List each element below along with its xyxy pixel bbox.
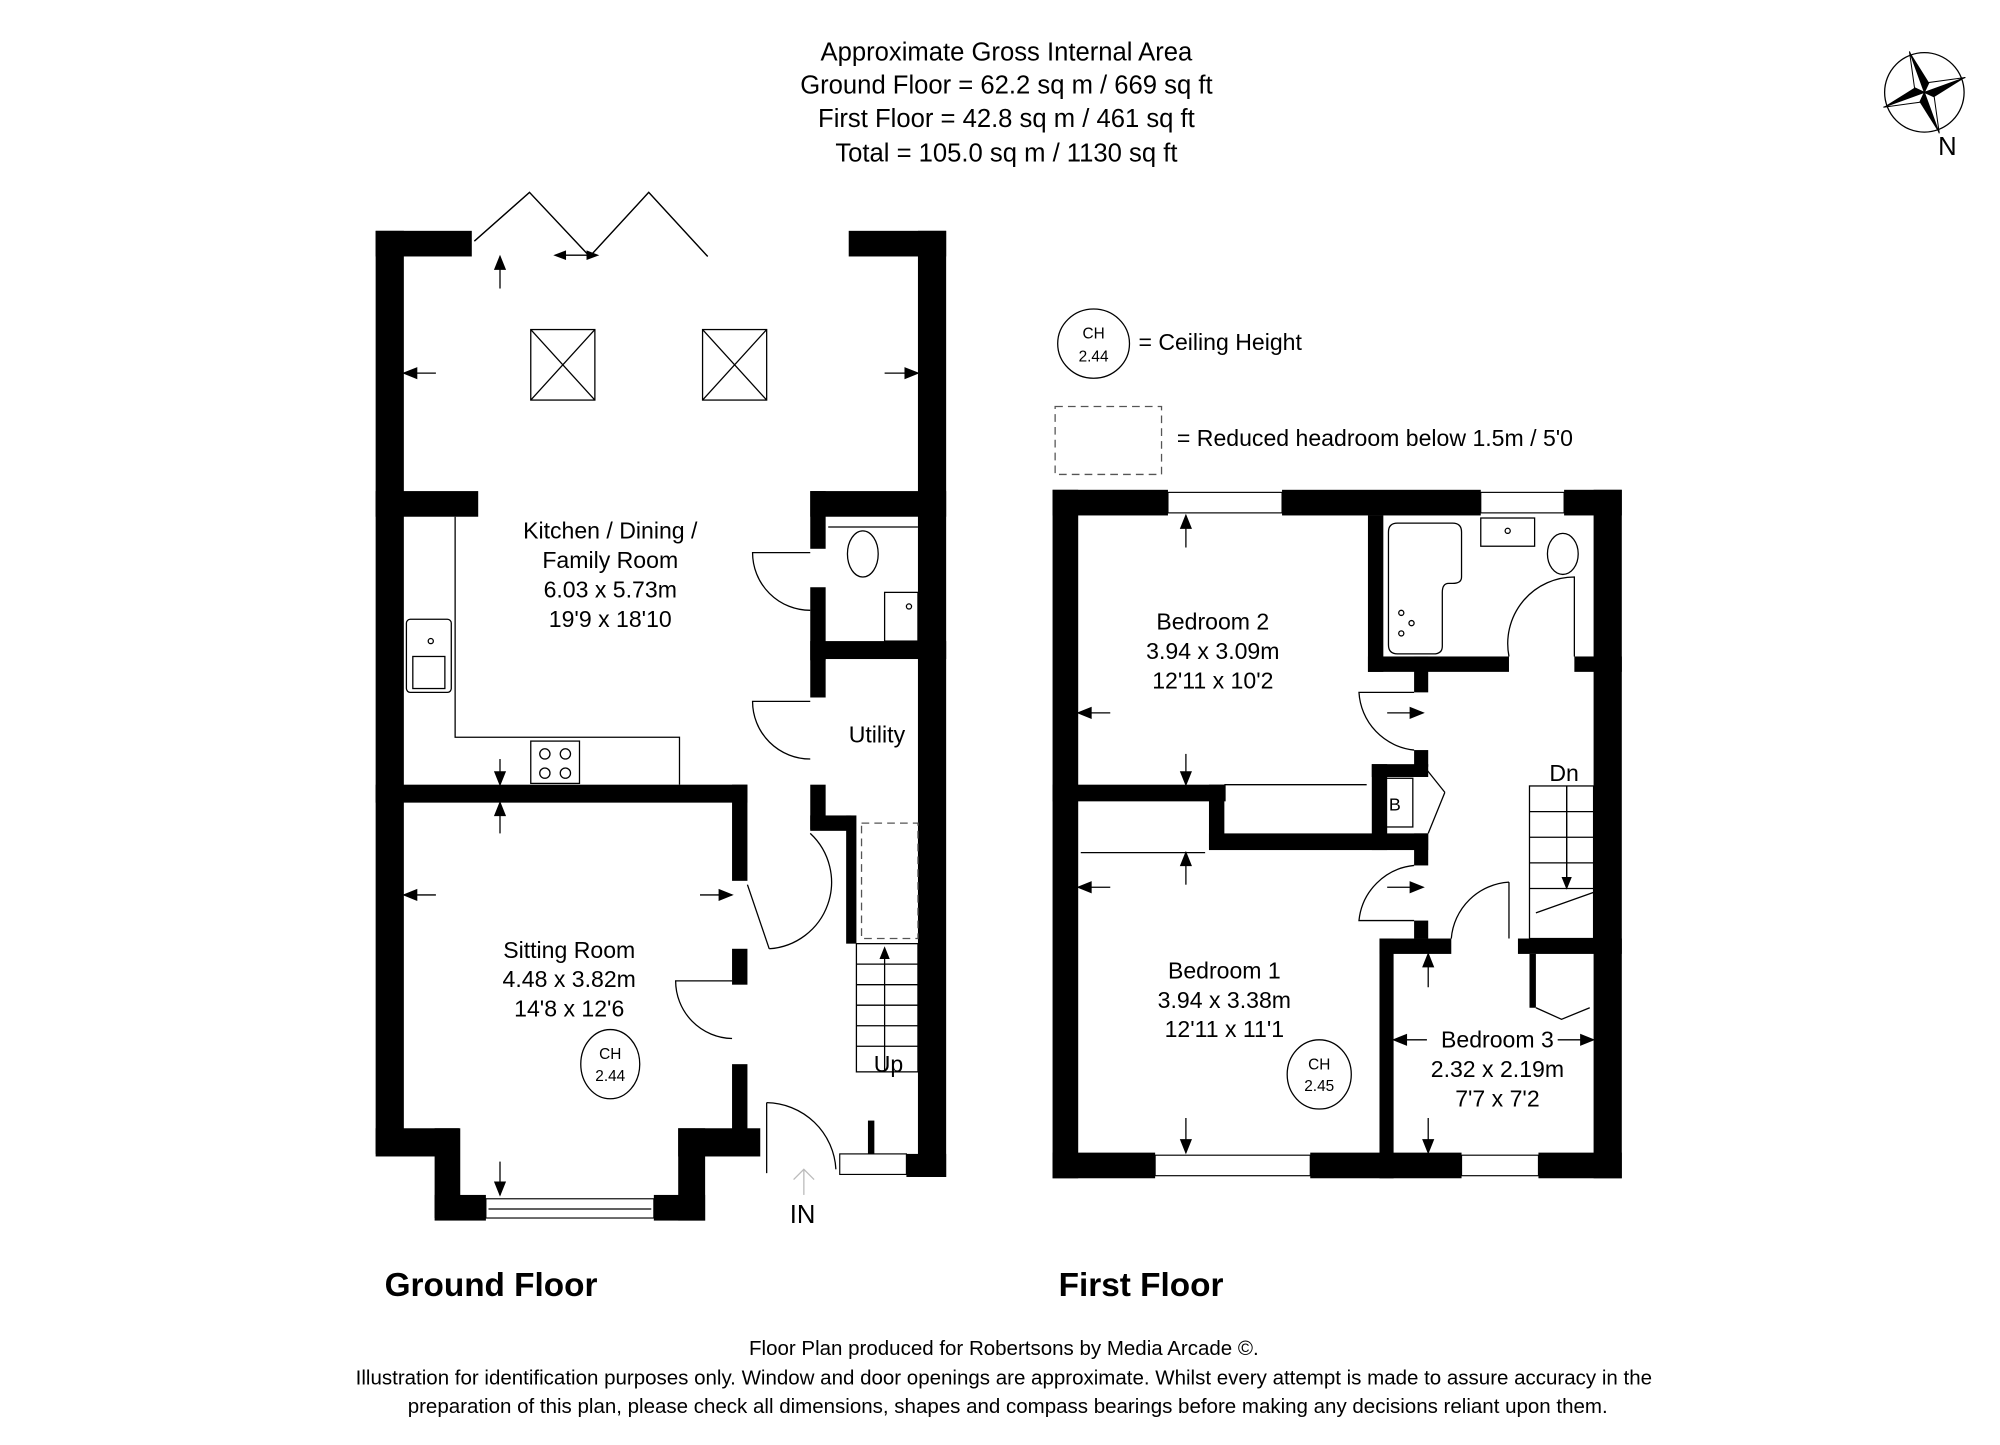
area-title: Approximate Gross Internal Area — [821, 38, 1193, 66]
area-summary: Approximate Gross Internal Area Ground F… — [800, 38, 1212, 167]
first-floor-area: First Floor = 42.8 sq m / 461 sq ft — [818, 105, 1195, 133]
ground-floor-area: Ground Floor = 62.2 sq m / 669 sq ft — [800, 72, 1212, 100]
svg-text:19'9 x 18'10: 19'9 x 18'10 — [549, 606, 672, 632]
svg-text:Bedroom 1: Bedroom 1 — [1168, 957, 1281, 983]
svg-text:Bedroom 3: Bedroom 3 — [1441, 1027, 1554, 1053]
svg-text:CH: CH — [1308, 1056, 1330, 1073]
svg-text:2.44: 2.44 — [595, 1068, 625, 1085]
svg-text:3.94 x 3.38m: 3.94 x 3.38m — [1158, 987, 1291, 1013]
ground-floor-label: Ground Floor — [385, 1267, 598, 1304]
legend-ceiling-height-text: = Ceiling Height — [1138, 329, 1302, 355]
svg-text:CH: CH — [599, 1046, 621, 1063]
svg-text:Family Room: Family Room — [542, 547, 678, 573]
boiler-label: B — [1389, 794, 1401, 814]
svg-text:3.94 x 3.09m: 3.94 x 3.09m — [1146, 638, 1279, 664]
window — [1480, 491, 1565, 514]
toilet-icon — [1546, 532, 1579, 576]
room-utility: Utility — [849, 721, 906, 747]
svg-text:Kitchen / Dining /: Kitchen / Dining / — [523, 518, 698, 544]
skylight-icon — [701, 328, 768, 401]
window — [1167, 491, 1283, 514]
legend-ceiling-height: CH 2.44 = Ceiling Height — [1057, 308, 1303, 379]
stairs-up: Up — [855, 822, 919, 1077]
svg-text:14'8 x 12'6: 14'8 x 12'6 — [514, 996, 624, 1022]
hob-icon — [530, 740, 581, 785]
footer-credit: Floor Plan produced for Robertsons by Me… — [749, 1337, 1259, 1360]
legend: CH 2.44 = Ceiling Height = Reduced headr… — [1054, 308, 1573, 476]
compass-north-label: N — [1938, 133, 1957, 161]
svg-text:4.48 x 3.82m: 4.48 x 3.82m — [503, 966, 636, 992]
footer-disclaimer-line2: preparation of this plan, please check a… — [408, 1395, 1608, 1418]
stairs-down-label: Dn — [1549, 760, 1578, 786]
svg-text:Sitting Room: Sitting Room — [503, 937, 635, 963]
svg-text:12'11 x 11'1: 12'11 x 11'1 — [1165, 1016, 1285, 1042]
bath-icon — [1387, 522, 1463, 655]
svg-text:12'11 x 10'2: 12'11 x 10'2 — [1152, 668, 1273, 694]
svg-text:6.03 x 5.73m: 6.03 x 5.73m — [544, 577, 677, 603]
basin-icon — [1480, 517, 1536, 547]
entrance-arrow-icon — [793, 1168, 815, 1195]
footer-disclaimer: Floor Plan produced for Robertsons by Me… — [356, 1337, 1652, 1418]
room-kitchen-dining-family: Kitchen / Dining / Family Room 6.03 x 5.… — [523, 518, 698, 632]
first-floor-plan: B Dn — [1052, 489, 1622, 1304]
window — [1154, 1154, 1311, 1177]
entrance-label: IN — [790, 1201, 816, 1229]
room-bedroom-3: Bedroom 3 2.32 x 2.19m 7'7 x 7'2 — [1431, 1027, 1564, 1112]
ceiling-height-badge: CH 2.44 — [580, 1028, 641, 1100]
compass-rose-icon: N — [1883, 51, 1966, 161]
svg-text:7'7 x 7'2: 7'7 x 7'2 — [1455, 1085, 1539, 1111]
svg-text:2.32 x 2.19m: 2.32 x 2.19m — [1431, 1056, 1564, 1082]
svg-text:2.45: 2.45 — [1304, 1078, 1334, 1095]
ground-floor-plan: Up IN Kitchen / Dining / Family Room — [375, 191, 947, 1304]
stairs-down: Dn — [1528, 760, 1595, 940]
window — [839, 1153, 907, 1175]
legend-reduced-headroom: = Reduced headroom below 1.5m / 5'0 — [1054, 405, 1573, 476]
total-area: Total = 105.0 sq m / 1130 sq ft — [835, 140, 1177, 168]
window — [1460, 1154, 1540, 1177]
ceiling-height-badge: CH 2.45 — [1286, 1039, 1352, 1110]
reduced-headroom-swatch — [1054, 405, 1163, 476]
room-sitting-room: Sitting Room 4.48 x 3.82m 14'8 x 12'6 CH… — [503, 937, 641, 1100]
sink-icon — [405, 618, 452, 694]
svg-text:2.44: 2.44 — [1079, 349, 1109, 366]
basin-icon — [883, 591, 919, 642]
skylight-icon — [530, 328, 596, 401]
legend-reduced-headroom-text: = Reduced headroom below 1.5m / 5'0 — [1177, 425, 1573, 451]
first-floor-label: First Floor — [1059, 1267, 1224, 1304]
room-bedroom-1: Bedroom 1 3.94 x 3.38m 12'11 x 11'1 CH 2… — [1158, 957, 1352, 1110]
svg-text:Bedroom 2: Bedroom 2 — [1156, 609, 1269, 635]
stairs-up-label: Up — [874, 1051, 903, 1077]
room-bedroom-2: Bedroom 2 3.94 x 3.09m 12'11 x 10'2 — [1146, 609, 1279, 694]
footer-disclaimer-line1: Illustration for identification purposes… — [356, 1367, 1652, 1390]
boiler-icon — [1377, 777, 1414, 828]
toilet-icon — [828, 526, 918, 578]
svg-text:CH: CH — [1082, 326, 1104, 343]
